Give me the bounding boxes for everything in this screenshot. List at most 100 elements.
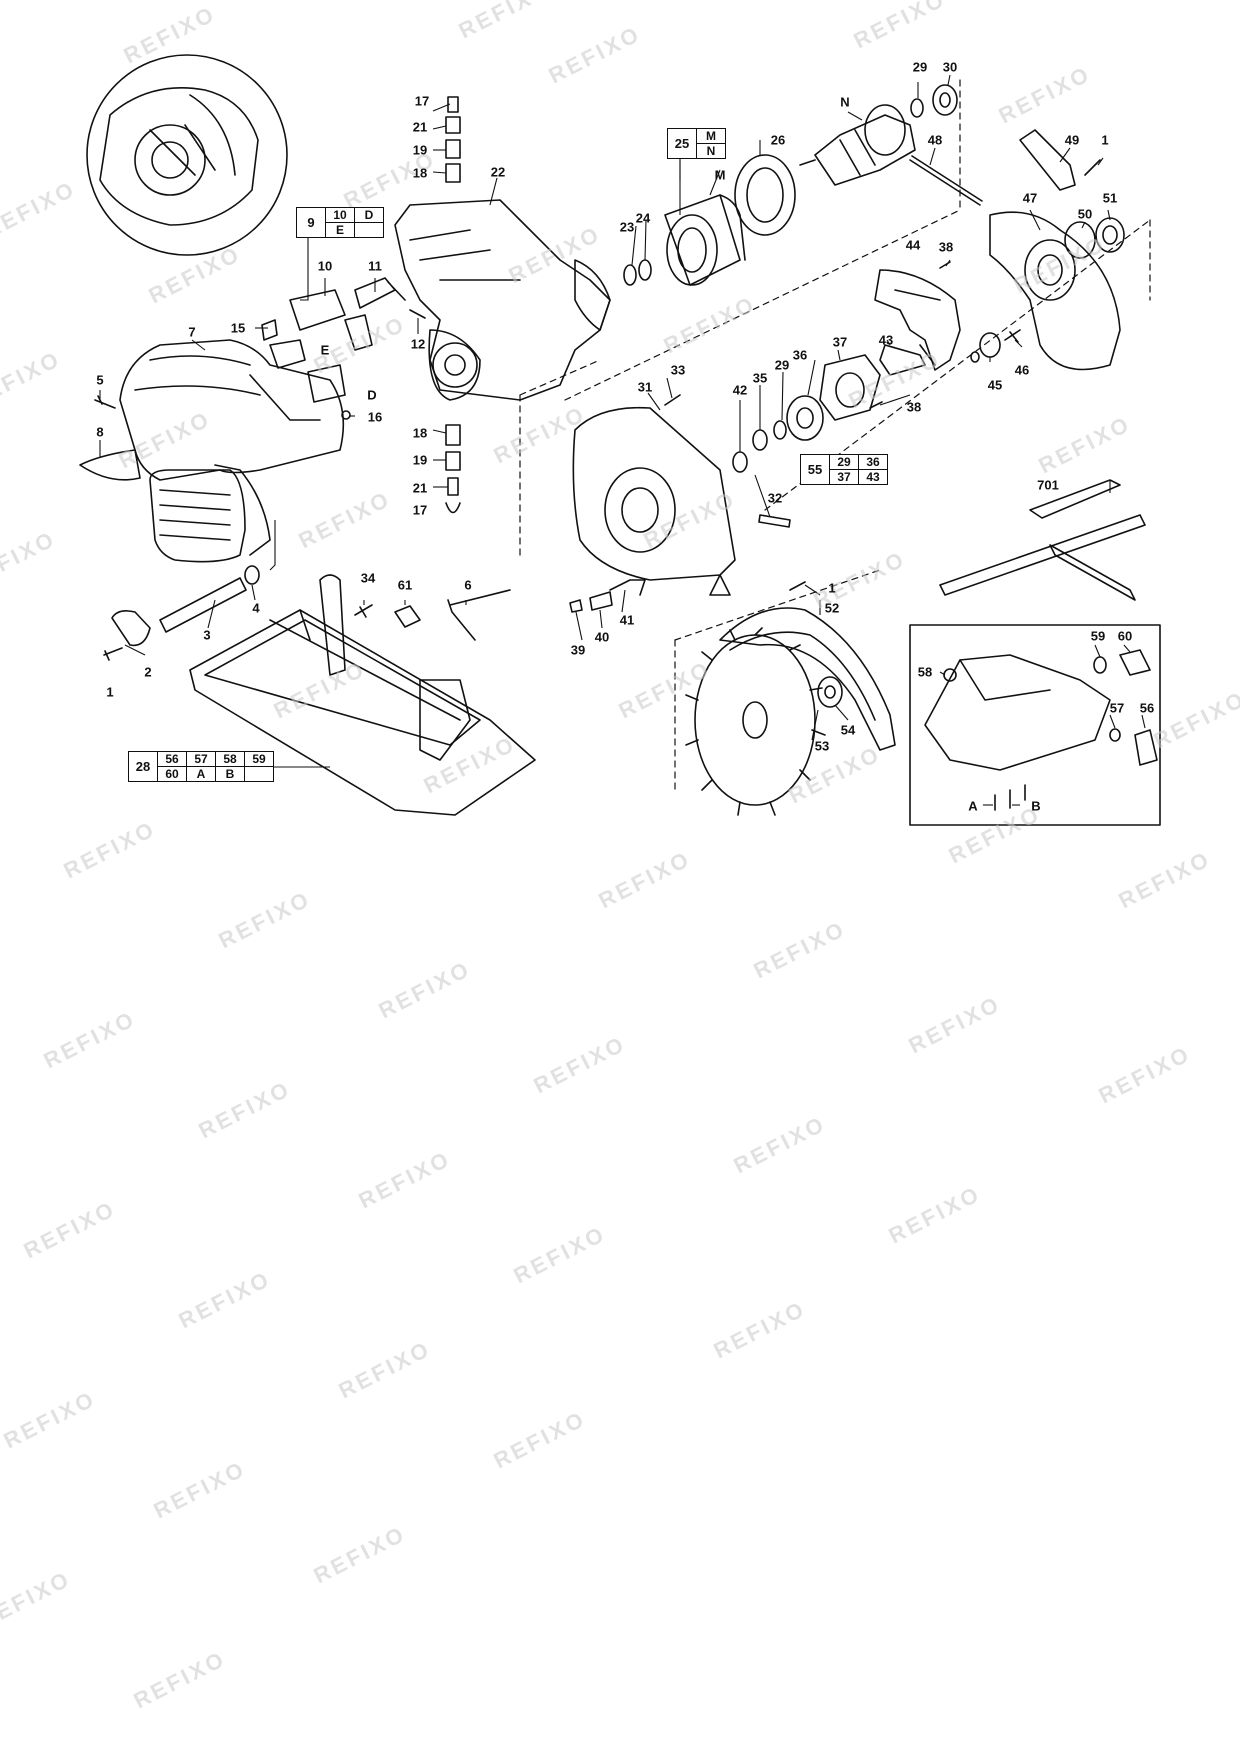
kit-cell: 60 (157, 766, 187, 782)
knob-2 (111, 610, 151, 647)
part-label: 26 (770, 132, 786, 148)
flange-54 (817, 676, 843, 708)
part-label: 53 (814, 738, 830, 754)
part-label: 18 (412, 425, 428, 441)
kit-cell: D (354, 207, 384, 223)
motor-housing-22 (394, 199, 611, 401)
part-label: 701 (1037, 477, 1059, 493)
kit-cell: E (325, 222, 355, 238)
part-label: 47 (1022, 190, 1038, 206)
label-sheet-8 (79, 449, 141, 481)
lever-41 (609, 579, 646, 596)
kit-table-25: 25 M N (667, 128, 726, 159)
saw-blade-53 (685, 627, 826, 816)
lower-guard-44 (874, 269, 961, 371)
bearing-30 (932, 84, 958, 116)
switch-10 (289, 289, 346, 331)
part-label: 50 (1077, 206, 1093, 222)
part-label: 21 (412, 119, 428, 135)
part-label: A (968, 798, 978, 814)
kit-cell: 59 (244, 751, 274, 767)
part-label: 40 (594, 629, 610, 645)
kit-cell: 10 (325, 207, 355, 223)
part-label: 30 (942, 59, 958, 75)
ring-29-mid (773, 420, 787, 440)
spindle-43 (879, 344, 936, 376)
part-label: 5 (96, 372, 104, 388)
part-label: 10 (317, 258, 333, 274)
ring-50 (1064, 221, 1096, 259)
part-label: E (320, 342, 330, 358)
kit-key: 28 (128, 751, 158, 782)
bearing-plate-37 (819, 354, 881, 421)
part-label: 38 (906, 399, 922, 415)
part-label: 3 (203, 627, 211, 643)
bushing-35 (752, 429, 768, 451)
part-label: 4 (252, 600, 260, 616)
kit-cell: 37 (829, 469, 859, 485)
part-label: 29 (912, 59, 928, 75)
brush-stack-bottom (445, 424, 461, 514)
part-label: 35 (752, 370, 768, 386)
part-label: 59 (1090, 628, 1106, 644)
part-label: 1 (1101, 132, 1109, 148)
part-label: 31 (637, 379, 653, 395)
kit-table-9: 9 10 D E (296, 207, 384, 238)
washer-4 (244, 565, 260, 585)
detail-box (909, 624, 1161, 826)
washer-23 (623, 264, 637, 286)
brush-stack-top (445, 96, 461, 183)
part-label: 39 (570, 642, 586, 658)
kit-table-55: 55 29 36 37 43 (800, 454, 888, 485)
part-label: 42 (732, 382, 748, 398)
kit-cell: M (696, 128, 726, 144)
part-label: 56 (1139, 700, 1155, 716)
ring-26 (734, 154, 796, 236)
ring-29-top (910, 98, 924, 118)
screw-1-left (103, 647, 123, 661)
part-label: 19 (412, 142, 428, 158)
screw-38-mid (869, 401, 883, 409)
blade-guard-47 (989, 211, 1121, 371)
shaft-48 (909, 155, 983, 206)
part-label: 43 (878, 332, 894, 348)
upper-guard-52 (719, 607, 896, 751)
part-label: 29 (774, 357, 790, 373)
part-label: 16 (367, 409, 383, 425)
part-label: 34 (360, 570, 376, 586)
part-label: 17 (414, 93, 430, 109)
kit-key: 9 (296, 207, 326, 238)
part-label: 54 (840, 722, 856, 738)
kit-cell: 43 (858, 469, 888, 485)
lever-49 (1019, 129, 1076, 191)
part-label: 37 (832, 334, 848, 350)
kit-cell: 57 (186, 751, 216, 767)
plate-D (307, 364, 346, 403)
part-label: 36 (792, 347, 808, 363)
switch-lever (344, 314, 373, 351)
bolt-34 (354, 604, 373, 618)
part-label: 11 (368, 258, 382, 274)
part-label: 1 (106, 684, 114, 700)
bolt-46 (1004, 329, 1021, 343)
bracket (419, 679, 471, 761)
part-label: B (1031, 798, 1041, 814)
screw-1-guard (789, 581, 806, 591)
part-label: 58 (917, 664, 933, 680)
part-label: 33 (670, 362, 686, 378)
part-label: 6 (464, 577, 472, 593)
part-label: 57 (1109, 700, 1125, 716)
part-label: 45 (987, 377, 1003, 393)
gear-housing-31 (572, 406, 736, 596)
base-plate-28 (189, 609, 536, 816)
screw-1-right (1084, 159, 1101, 176)
part-label: 21 (412, 480, 428, 496)
clip-61 (394, 605, 421, 628)
part-label: N (840, 94, 850, 110)
inset-detail-circle (86, 54, 288, 256)
part-label: 18 (412, 165, 428, 181)
kit-cell: B (215, 766, 245, 782)
screw-5 (94, 395, 116, 409)
spring-15 (261, 319, 278, 341)
